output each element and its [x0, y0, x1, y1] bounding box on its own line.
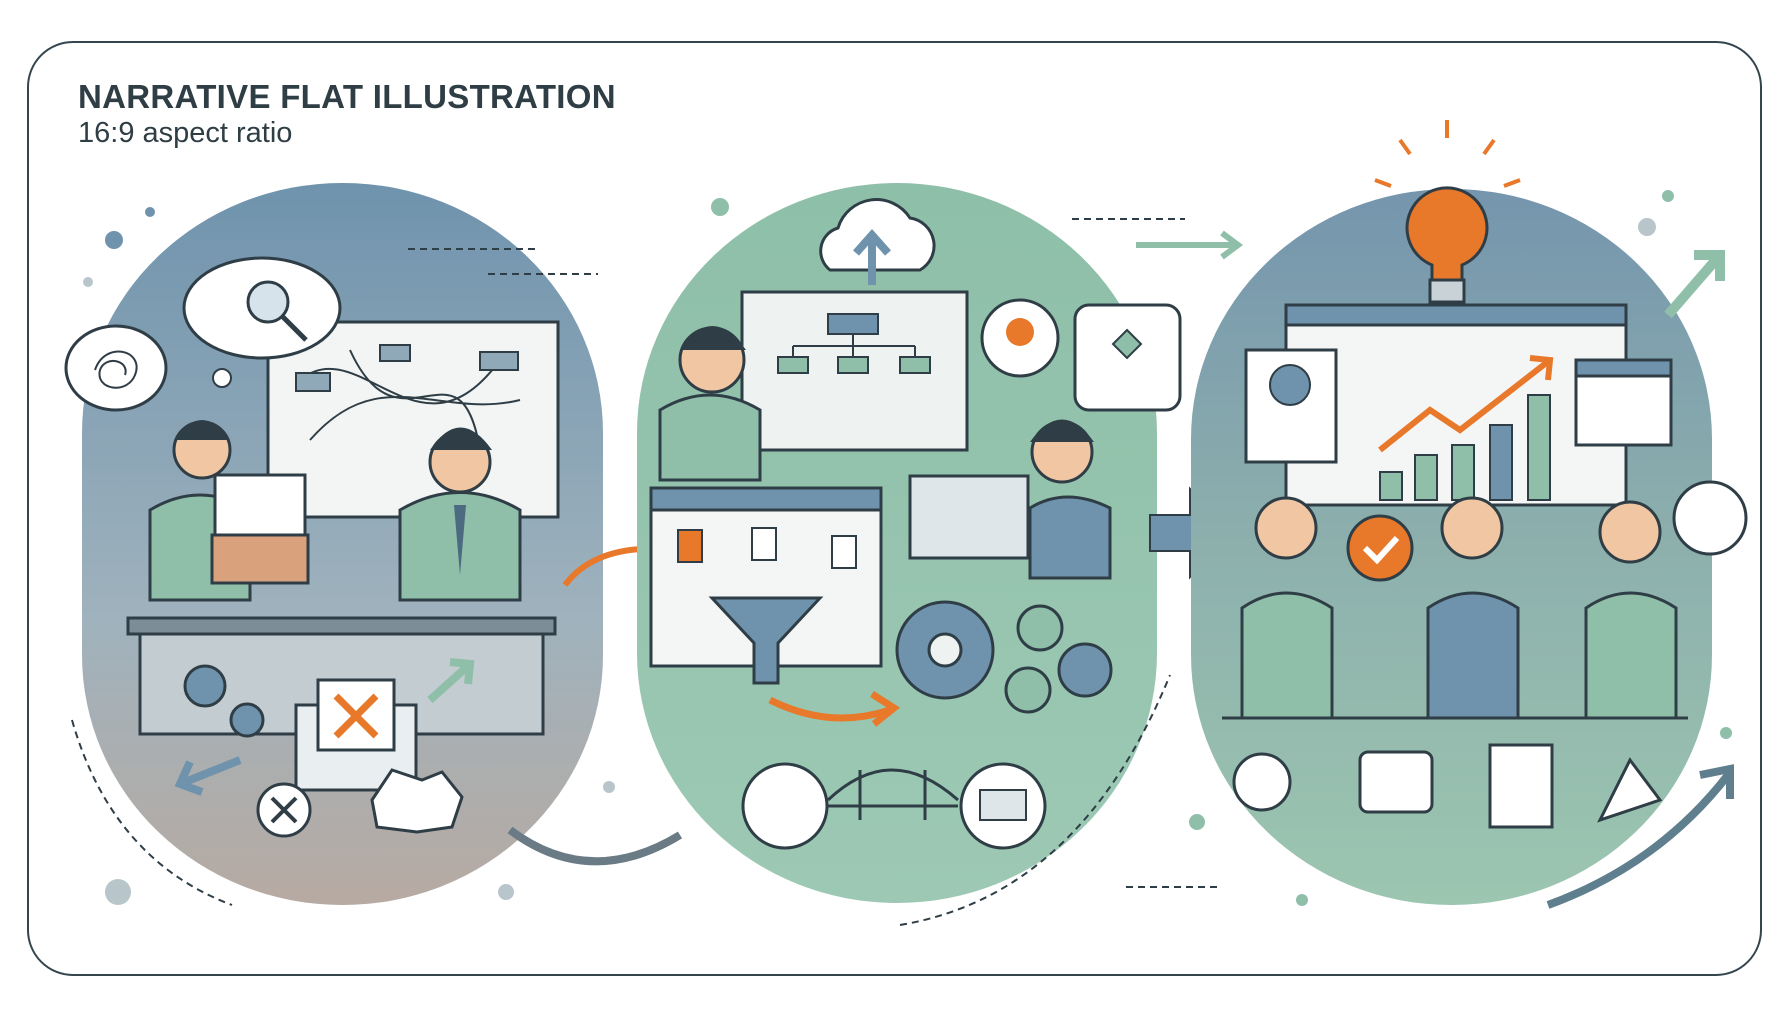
page-title: NARRATIVE FLAT ILLUSTRATION — [78, 78, 616, 115]
dashboard-screen — [1284, 303, 1628, 507]
stressed-person-with-papers — [148, 420, 310, 602]
thought-bubble-documents-icon — [182, 256, 342, 388]
panel-chaos — [64, 183, 603, 905]
cancel-icon — [256, 782, 312, 838]
lightbulb-bubble-icon — [980, 298, 1060, 378]
crumpled-paper-icon — [370, 768, 464, 834]
panel-success — [1191, 120, 1748, 909]
decorative-dots — [83, 190, 1732, 906]
handshake-icon — [741, 762, 829, 850]
browser-funnel-window — [649, 486, 883, 685]
video-call-icon — [1358, 750, 1434, 814]
confused-person — [398, 427, 522, 602]
dashed-connector — [899, 674, 1171, 926]
arrow-left-icon — [174, 756, 242, 796]
arrow-up-right-icon — [427, 658, 475, 703]
search-user-icon — [1232, 752, 1292, 812]
bridge-icon — [826, 768, 959, 820]
handshaking-people — [1222, 496, 1688, 720]
team-bubble-icon — [1672, 480, 1748, 556]
monitor-cursor-icon — [959, 762, 1047, 850]
cloud-upload-icon — [819, 198, 936, 285]
illustration-frame — [27, 41, 1762, 976]
page-subtitle: 16:9 aspect ratio — [78, 117, 293, 149]
flowchart-bubble-icon — [1073, 303, 1182, 412]
dashed-connector — [71, 719, 233, 906]
party-popper-icon — [1597, 757, 1663, 823]
panel-process — [637, 183, 1182, 903]
lightbulb-icon — [1374, 120, 1521, 304]
arrow-up-right-icon — [1664, 250, 1725, 319]
connector-arrow-green — [1136, 230, 1243, 260]
speech-bubble-scribble-icon — [64, 324, 168, 412]
org-chart-screen — [740, 290, 969, 452]
checkmark-badge-icon — [1346, 514, 1414, 582]
presenting-person — [658, 326, 762, 482]
gears-icon — [895, 600, 1113, 714]
trend-arrow-icon — [1378, 355, 1554, 453]
connector-arrow-gray — [507, 826, 683, 866]
document-check-icon — [1488, 743, 1554, 829]
workflow-steps-icons — [1232, 743, 1663, 829]
growth-arrow-icon — [1546, 764, 1734, 909]
computer-worker — [908, 419, 1112, 580]
calendar-icon — [1574, 358, 1673, 447]
arrow-orange-icon — [768, 691, 901, 727]
gears-icon — [183, 664, 265, 738]
whiteboard — [266, 320, 560, 519]
profile-card-icon — [1244, 348, 1338, 464]
